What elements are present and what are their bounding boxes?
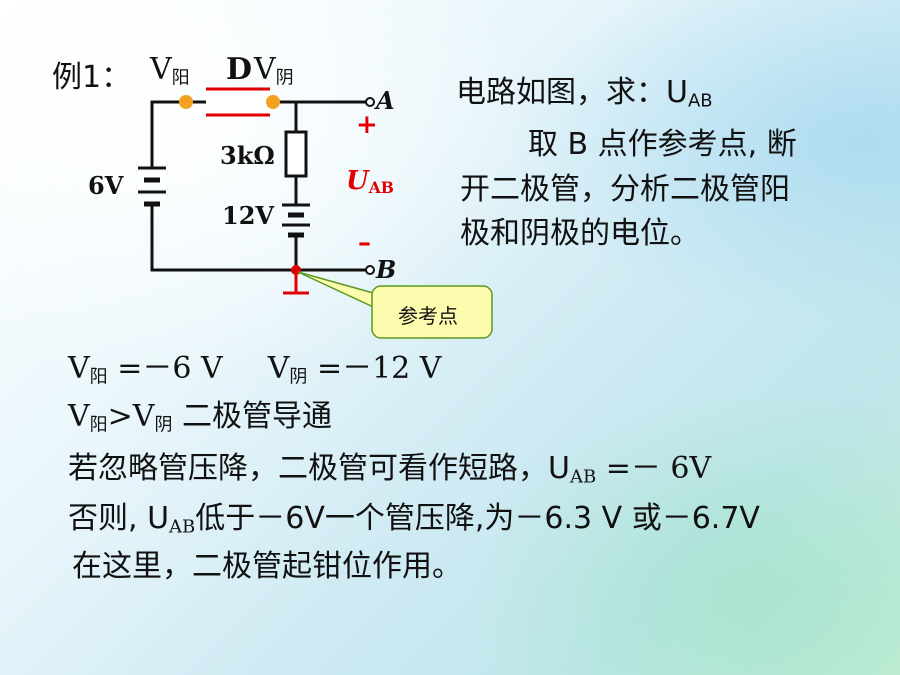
resistor-label: 3kΩ [220, 141, 275, 170]
diode-label: D [226, 52, 253, 87]
analysis-line-2: V阳>V阴 二极管导通 [68, 399, 333, 436]
cathode-potential-label: V阴 [254, 52, 294, 89]
problem-line-1: 电路如图，求：UAB [456, 75, 713, 112]
plus-sign: + [356, 110, 378, 140]
left-battery-label: 6V [88, 171, 124, 200]
analysis-line-4: 否则, UAB低于－6V一个管压降,为－6.3 V 或－6.7V [68, 501, 760, 538]
anode-potential-label: V阳 [150, 52, 190, 89]
problem-line-3: 开二极管，分析二极管阳 [460, 172, 790, 207]
minus-sign: – [358, 228, 371, 258]
circuit-wires [150, 100, 370, 292]
cathode-node [266, 95, 280, 109]
right-battery-label: 12V [222, 201, 275, 230]
terminal-a-label: A [376, 86, 395, 115]
analysis-line-1: V阳 =－6 V V阴 =－12 V [68, 351, 442, 388]
problem-line-4: 极和阴极的电位。 [460, 216, 700, 251]
terminal-a [365, 97, 375, 107]
right-battery-symbol [282, 203, 310, 238]
terminal-b-label: B [376, 255, 397, 284]
analysis-line-5: 在这里，二极管起钳位作用。 [72, 549, 462, 584]
analysis-line-3: 若忽略管压降，二极管可看作短路，UAB =－ 6V [68, 451, 712, 488]
reference-callout [297, 271, 493, 339]
left-battery-symbol [138, 166, 166, 207]
diode-symbol [206, 87, 270, 117]
example-label: 例1： [52, 60, 132, 95]
anode-node [179, 95, 193, 109]
callout-text: 参考点 [398, 304, 458, 328]
voltage-uab-label: UAB [346, 166, 394, 197]
problem-line-2: 取 B 点作参考点, 断 [528, 127, 797, 162]
resistor-symbol [284, 130, 308, 178]
terminal-b [365, 265, 375, 275]
